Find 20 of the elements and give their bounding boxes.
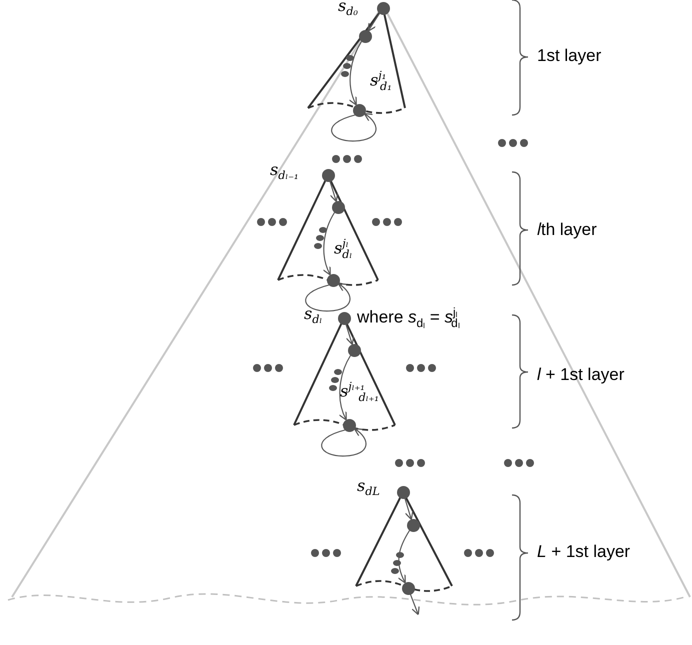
loop-arrow xyxy=(305,282,350,312)
layer-label: 𝑙th layer xyxy=(537,220,597,240)
arrow xyxy=(348,41,362,106)
state-label: s$_{dₗ₋₁}$ xyxy=(270,162,298,182)
loop-arrow xyxy=(321,428,366,457)
arrow xyxy=(322,212,335,276)
arrow xyxy=(410,594,420,616)
arrow xyxy=(329,181,338,202)
state-label: s$_{dL}$ xyxy=(357,478,380,498)
state-label: s$_{dₗ}$ xyxy=(304,306,322,326)
arrow xyxy=(338,355,351,421)
state-label: s$_{d₀}$ xyxy=(338,0,358,18)
layer-label: L + 1st layer xyxy=(537,542,630,562)
arrow xyxy=(398,530,410,584)
layer-label: l + 1st layer xyxy=(537,365,624,385)
arrow xyxy=(345,324,354,346)
loop-arrow xyxy=(331,112,376,142)
layer-label: 1st layer xyxy=(537,46,602,66)
arrow xyxy=(368,13,380,32)
arrow xyxy=(404,498,414,520)
